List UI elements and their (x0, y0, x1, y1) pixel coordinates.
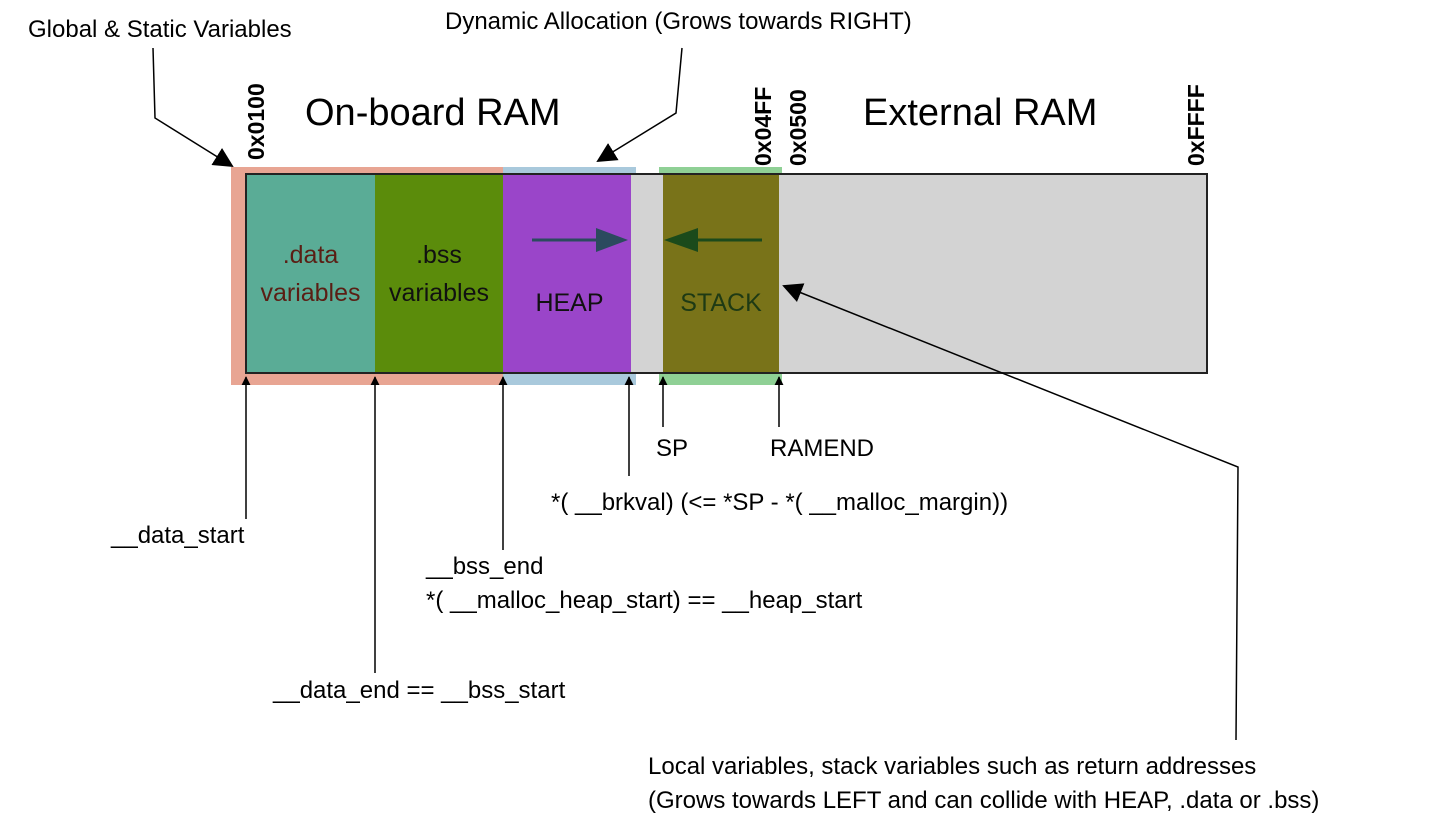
stack-label: STACK (680, 289, 762, 317)
heap-label: HEAP (535, 289, 604, 317)
heap-start-label: *( __malloc_heap_start) == __heap_start (426, 587, 863, 614)
stack-segment (663, 174, 779, 373)
data-end-label: __data_end == __bss_start (273, 677, 566, 704)
data-label-line1: .data (282, 241, 339, 269)
bss-segment-label: .bss variables (375, 236, 503, 312)
stack-growth-arrow (664, 228, 762, 252)
globals-annotation: Global & Static Variables (28, 16, 292, 43)
data-label-line2: variables (260, 279, 361, 307)
bss-label-line2: variables (388, 279, 490, 307)
data-segment (246, 174, 375, 373)
address-04ff: 0x04FF (750, 86, 776, 166)
external-ram-title: External RAM (863, 92, 1098, 134)
heap-growth-arrow (532, 228, 628, 252)
address-ffff: 0xFFFF (1183, 84, 1209, 166)
data-start-label: __data_start (111, 522, 245, 549)
brkval-label: *( __brkval) (<= *SP - *( __malloc_margi… (551, 489, 1009, 516)
address-0100: 0x0100 (243, 83, 269, 160)
dynamic-annotation: Dynamic Allocation (Grows towards RIGHT) (445, 8, 912, 35)
onboard-ram-title: On-board RAM (305, 92, 561, 134)
bss-segment (375, 174, 503, 373)
data-segment-label: .data variables (246, 236, 375, 312)
bss-label-line1: .bss (416, 241, 462, 269)
sp-label: SP (656, 435, 689, 462)
dynamic-callout-arrow (596, 47, 683, 163)
globals-callout-arrow (152, 47, 234, 168)
bss-end-label: __bss_end (426, 553, 544, 580)
heap-segment (503, 174, 631, 373)
address-0500: 0x0500 (785, 89, 811, 166)
local-callout-arrow (782, 283, 1239, 741)
local-variables-line1: Local variables, stack variables such as… (648, 753, 1257, 780)
local-variables-line2: (Grows towards LEFT and can collide with… (648, 787, 1320, 814)
ramend-label: RAMEND (770, 435, 875, 462)
